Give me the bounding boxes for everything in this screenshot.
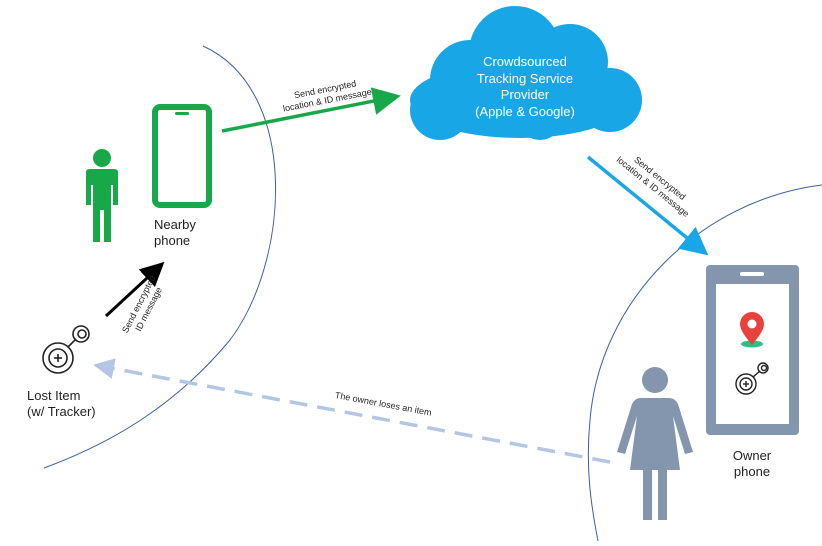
- arrow-owner-loses: [93, 358, 611, 464]
- cloud-label-line4: (Apple & Google): [475, 103, 575, 119]
- lost-item-label-line2: (w/ Tracker): [27, 404, 96, 419]
- lost-item-tracker-icon: [42, 325, 90, 374]
- owner-phone-label-line1: Owner: [732, 448, 772, 463]
- arrow-cloud-to-owner: [586, 155, 709, 256]
- nearby-phone-label-line2: phone: [154, 233, 191, 248]
- cloud-label-line3: Provider: [500, 87, 550, 102]
- arrow-phone-to-cloud: [221, 87, 401, 133]
- owner-phone-label-line2: phone: [733, 464, 771, 479]
- location-pin-icon: [740, 312, 764, 348]
- owner-phone-label: Owner phone: [722, 448, 782, 480]
- nearby-person-icon: [86, 149, 118, 242]
- nearby-phone-label-line1: Nearby: [154, 217, 196, 232]
- nearby-phone-icon: [152, 104, 212, 208]
- cloud-label: Crowdsourced Tracking Service Provider (…: [450, 54, 600, 120]
- nearby-phone-label: Nearby phone: [154, 217, 196, 249]
- lost-item-label: Lost Item (w/ Tracker): [27, 388, 96, 420]
- cloud-label-line2: Tracking Service: [476, 70, 574, 86]
- lost-item-label-line1: Lost Item: [27, 388, 81, 403]
- owner-phone-icon: [706, 265, 799, 435]
- owner-range-boundary: [587, 184, 822, 542]
- owner-tracker-icon: [735, 362, 769, 395]
- nearby-range-boundary: [43, 45, 276, 469]
- owner-person-icon: [617, 367, 693, 520]
- cloud-icon: [410, 6, 642, 140]
- cloud-label-line1: Crowdsourced: [483, 54, 567, 69]
- arrow-item-to-phone: [104, 261, 165, 318]
